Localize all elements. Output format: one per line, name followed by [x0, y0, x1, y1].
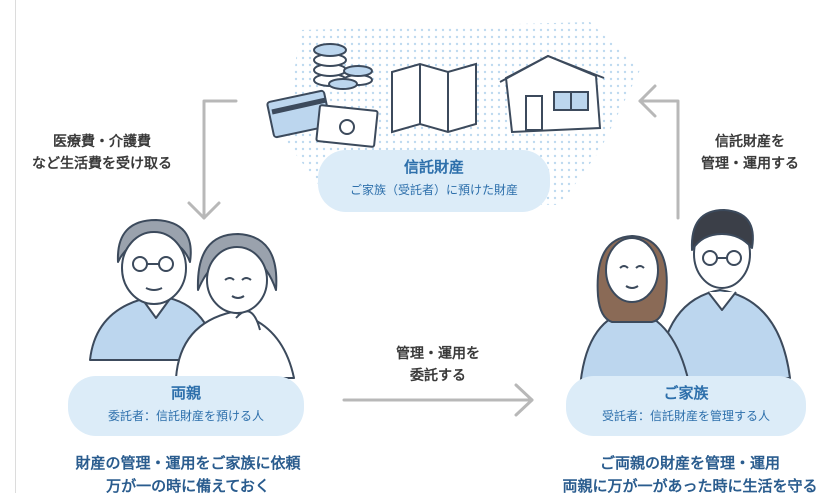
- middle-right-arrow: [342, 383, 534, 417]
- left-arrow-label-line1: 医療費・介護費: [53, 134, 151, 150]
- family-title: ご家族: [663, 384, 709, 402]
- family-illustration: [579, 209, 791, 389]
- coins-icon: [313, 43, 373, 90]
- right-arrow-label: 信託財産を 管理・運用する: [690, 132, 810, 175]
- trust-property-subtitle: ご家族（受託者）に預けた財産: [349, 183, 518, 197]
- parents-description-line2: 万が一の時に備えておく: [106, 477, 270, 493]
- parents-title: 両親: [170, 384, 201, 402]
- map-icon: [391, 62, 477, 134]
- cash-card-icon: [266, 89, 379, 148]
- house-icon: [499, 54, 605, 134]
- daughter-face: [605, 237, 659, 303]
- right-up-arrow: [638, 84, 680, 220]
- family-description-line1: ご両親の財産を管理・運用: [599, 454, 780, 472]
- left-down-arrow: [187, 99, 238, 220]
- son-hair: [690, 209, 754, 251]
- right-arrow-label-line1: 信託財産を: [715, 134, 785, 150]
- trust-property-badge: 信託財産 ご家族（受託者）に預けた財産: [318, 150, 550, 212]
- left-arrow-label-line2: など生活費を受け取る: [32, 155, 172, 172]
- middle-arrow-label-line1: 管理・運用を: [396, 346, 480, 362]
- middle-arrow-label-line2: 委託する: [410, 367, 466, 384]
- mother-face: [206, 246, 268, 314]
- family-badge: ご家族 受託者：信託財産を管理する人: [566, 376, 806, 436]
- parents-description-line1: 財産の管理・運用をご家族に依頼: [75, 454, 301, 472]
- parents-description: 財産の管理・運用をご家族に依頼 万が一の時に備えておく: [48, 452, 328, 493]
- left-edge-divider: [15, 0, 16, 493]
- family-subtitle: 受託者：信託財産を管理する人: [601, 409, 770, 423]
- parents-badge: 両親 委託者：信託財産を預ける人: [68, 376, 304, 436]
- parents-subtitle: 委託者：信託財産を預ける人: [107, 409, 264, 423]
- trust-property-title: 信託財産: [403, 158, 464, 176]
- parents-illustration: [89, 219, 295, 379]
- left-arrow-label: 医療費・介護費 など生活費を受け取る: [15, 132, 189, 175]
- middle-arrow-label: 管理・運用を 委託する: [368, 344, 508, 387]
- family-description: ご両親の財産を管理・運用 両親に万が一があった時に生活を守る: [540, 452, 822, 493]
- father-face: [121, 231, 187, 305]
- family-description-line2: 両親に万が一があった時に生活を守る: [562, 477, 818, 493]
- right-arrow-label-line2: 管理・運用する: [701, 155, 799, 172]
